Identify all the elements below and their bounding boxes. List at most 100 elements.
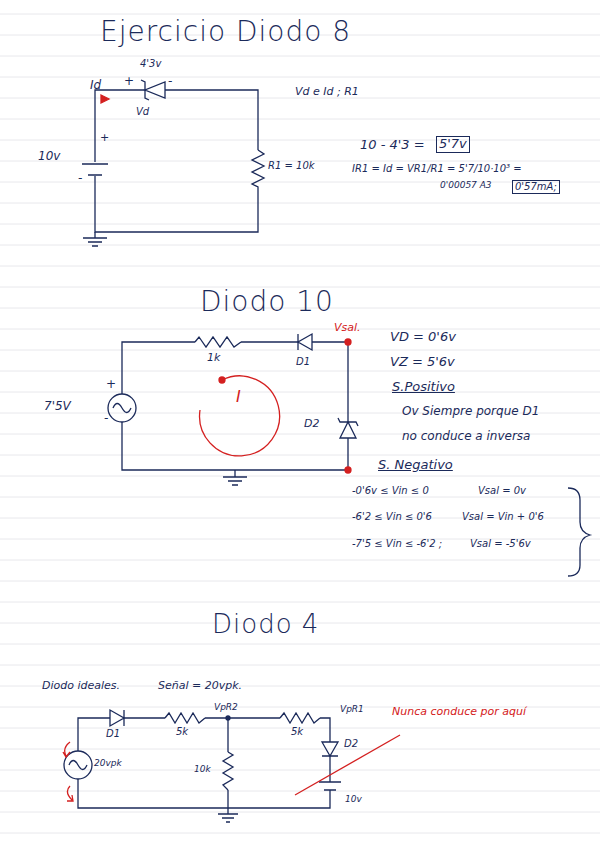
ruled-line: [0, 560, 600, 561]
section-heading: Diodo 4: [212, 610, 319, 640]
handwritten-note: 10 - 4'3 =: [360, 138, 425, 153]
circuit-diodo-10: [108, 334, 590, 576]
node-dot: [226, 716, 230, 720]
handwritten-note: 1k: [207, 352, 220, 365]
handwritten-note: Vd: [136, 106, 149, 118]
handwritten-note: VZ = 5'6v: [390, 355, 455, 370]
ruled-line: [0, 350, 600, 351]
ground-symbol: [218, 808, 238, 822]
handwritten-note: Señal = 20vpk.: [158, 680, 242, 693]
ruled-line: [0, 245, 600, 246]
handwritten-note: D1: [106, 728, 120, 740]
handwritten-note: 5k: [291, 726, 303, 738]
ruled-line: [0, 749, 600, 750]
ruled-line: [0, 329, 600, 330]
ruled-line: [0, 455, 600, 456]
handwritten-note: VpR1: [340, 704, 364, 714]
handwritten-note: +: [100, 132, 109, 145]
ruled-line: [0, 77, 600, 78]
ac-source: [108, 394, 136, 422]
node-dot: [345, 467, 351, 473]
diode-symbol: [110, 710, 124, 726]
handwritten-note: 10v: [38, 150, 60, 164]
handwritten-note: Vsal = -5'6v: [470, 538, 531, 550]
ruled-line: [0, 581, 600, 582]
ruled-lines: [0, 14, 600, 833]
ruled-line: [0, 56, 600, 57]
ruled-line: [0, 371, 600, 372]
ruled-line: [0, 644, 600, 645]
handwritten-note: no conduce a inversa: [402, 430, 530, 444]
handwritten-note: Vsal = Vin + 0'6: [462, 511, 544, 523]
handwritten-note: R1 = 10k: [268, 160, 315, 172]
ruled-line: [0, 833, 600, 834]
handwritten-note: D2: [304, 418, 319, 431]
resistor-symbol: [165, 713, 205, 723]
handwritten-note: -6'2 ≤ Vin ≤ 0'6: [352, 511, 432, 523]
handwritten-note: -: [78, 172, 82, 186]
ruled-line: [0, 203, 600, 204]
handwritten-note: I: [236, 388, 241, 406]
handwritten-note: Nunca conduce por aquí: [392, 706, 526, 719]
sine-wave: [113, 404, 131, 413]
ruled-line: [0, 812, 600, 813]
diode-symbol: [322, 742, 338, 756]
ruled-line: [0, 119, 600, 120]
handwritten-note: 4'3v: [140, 58, 161, 70]
sine-wave: [69, 761, 87, 770]
handwritten-note: +: [106, 378, 116, 392]
ruled-line: [0, 140, 600, 141]
ruled-line: [0, 665, 600, 666]
ground-symbol: [83, 232, 107, 246]
handwritten-note: 7'5V: [44, 400, 71, 414]
circuit-diodo-8: [82, 80, 264, 246]
handwritten-note: Diodo ideales.: [42, 680, 120, 693]
battery-symbol: [319, 782, 341, 790]
strike-line: [295, 735, 400, 795]
resistor-symbol: [195, 337, 241, 347]
handwritten-note: 10k: [194, 764, 211, 774]
ruled-line: [0, 182, 600, 183]
handwritten-note: -: [104, 412, 108, 426]
handwritten-note: S.Positivo: [392, 380, 455, 395]
handwritten-note: -0'6v ≤ Vin ≤ 0: [352, 485, 429, 497]
handwritten-note: D2: [344, 738, 358, 750]
ruled-line: [0, 224, 600, 225]
current-loop: [200, 376, 280, 456]
ground-symbol: [223, 470, 247, 485]
ruled-line: [0, 497, 600, 498]
handwritten-note: Vd e Id ; R1: [295, 86, 359, 99]
handwritten-note: 0'57mA;: [512, 180, 560, 194]
resistor-symbol: [223, 752, 233, 790]
handwritten-note: -7'5 ≤ Vin ≤ -6'2 ;: [352, 538, 442, 550]
handwritten-note: Vsal.: [334, 322, 361, 335]
node-dot: [345, 339, 351, 345]
red-arrows: [63, 742, 73, 801]
handwritten-note: 20vpk: [94, 758, 122, 768]
handwritten-note: D1: [296, 356, 310, 368]
wire: [78, 718, 330, 808]
current-arrow: [101, 95, 109, 103]
ruled-line: [0, 476, 600, 477]
handwritten-note: 5k: [176, 726, 188, 738]
handwritten-note: IR1 = Id = VR1/R1 = 5'7/10·10³ =: [352, 163, 522, 175]
curly-bracket: [568, 488, 590, 576]
ruled-line: [0, 392, 600, 393]
ruled-line: [0, 791, 600, 792]
handwritten-note: VpR2: [214, 702, 238, 712]
handwritten-note: Id: [90, 79, 101, 93]
handwritten-note: S. Negativo: [378, 458, 453, 473]
page-title: Ejercicio Diodo 8: [100, 16, 351, 48]
zener-symbol: [141, 80, 165, 100]
diode-symbol: [298, 334, 312, 350]
zener-symbol: [338, 418, 358, 438]
handwritten-note: -: [168, 75, 172, 89]
battery-symbol: [82, 164, 108, 175]
loop-dot: [219, 377, 225, 383]
ruled-line: [0, 602, 600, 603]
handwritten-note: 0'00057 A3: [440, 180, 492, 190]
resistor-symbol: [95, 150, 264, 232]
wire: [122, 342, 348, 470]
ruled-line: [0, 770, 600, 771]
handwritten-note: VD = 0'6v: [390, 330, 456, 345]
